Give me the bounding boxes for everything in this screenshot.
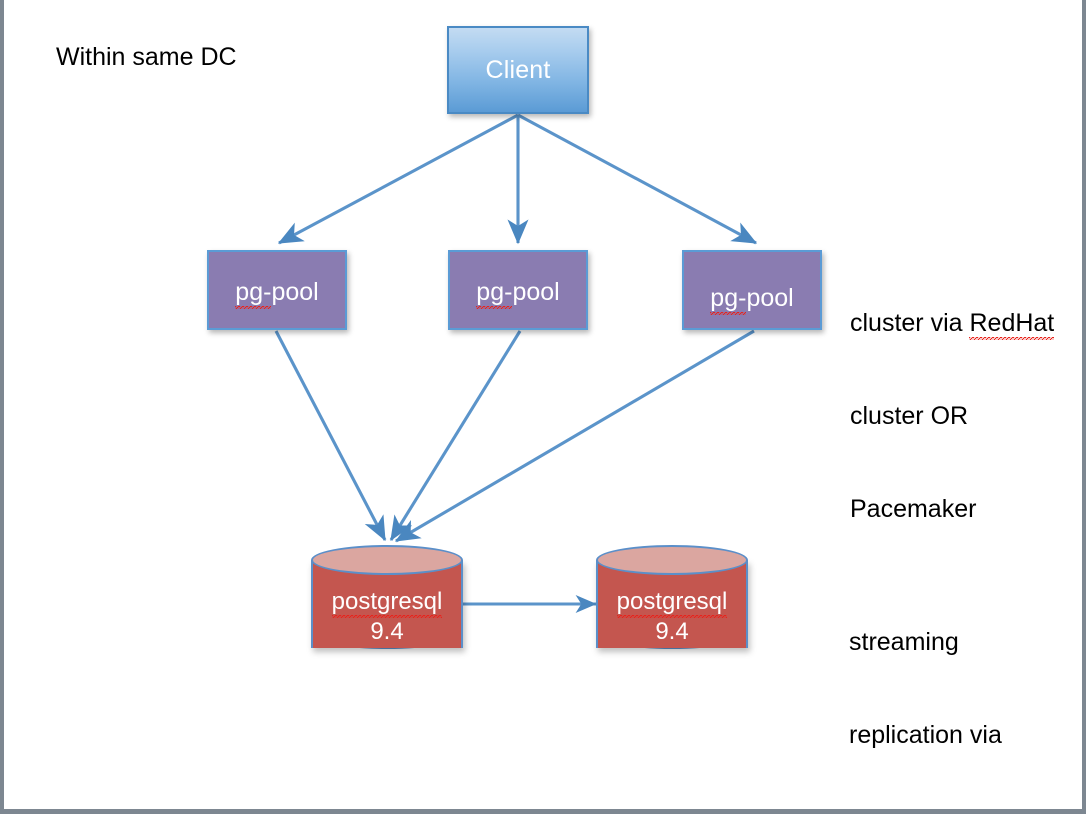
- node-pgpool-1-label: pg-pool: [209, 278, 345, 309]
- node-db-standby-label: postgresql 9.4: [596, 587, 748, 647]
- node-client[interactable]: Client: [447, 26, 589, 114]
- annotation-cluster: cluster via RedHat cluster OR Pacemaker: [850, 246, 1055, 587]
- node-pgpool-1[interactable]: pg-pool: [207, 250, 347, 330]
- annotation-cluster-line-1-prefix: cluster via: [850, 309, 970, 337]
- annotation-replication-line-1: streaming: [849, 628, 959, 656]
- edge-pgpool-3-to-db-primary: [394, 329, 755, 543]
- node-db-standby-version: 9.4: [655, 618, 689, 645]
- node-pgpool-2-label: pg-pool: [450, 278, 586, 309]
- spellcheck-underline: postgresql: [616, 588, 728, 618]
- db-standby-top: [596, 545, 748, 575]
- spellcheck-underline: pg-: [710, 284, 747, 315]
- annotation-cluster-line-2: cluster OR: [850, 402, 969, 430]
- spellcheck-underline: pg-: [235, 278, 272, 309]
- edge-client-to-pgpool-1: [277, 113, 519, 245]
- edge-pgpool-2-to-db-primary: [389, 330, 522, 542]
- node-db-primary[interactable]: postgresql 9.4: [311, 545, 463, 663]
- spellcheck-underline: pg-: [476, 278, 513, 309]
- edge-pgpool-1-to-db-primary: [274, 330, 387, 542]
- annotation-cluster-line-3: Pacemaker: [850, 495, 977, 523]
- annotation-replication: streaming replication via replication sl…: [849, 565, 1009, 809]
- annotation-replication-line-2: replication via: [849, 721, 1002, 749]
- node-pgpool-3[interactable]: pg-pool: [682, 250, 822, 330]
- spellcheck-underline: RedHat: [969, 309, 1055, 340]
- node-client-label: Client: [485, 55, 551, 84]
- db-primary-top: [311, 545, 463, 575]
- spellcheck-underline: postgresql: [331, 588, 443, 618]
- node-db-standby[interactable]: postgresql 9.4: [596, 545, 748, 663]
- node-pgpool-3-label: pg-pool: [684, 284, 820, 315]
- note-within-same-dc: Within same DC: [56, 43, 237, 71]
- node-db-primary-version: 9.4: [370, 618, 404, 645]
- annotation-cluster-line-1: cluster via RedHat: [850, 308, 1055, 340]
- node-db-primary-label: postgresql 9.4: [311, 587, 463, 647]
- node-pgpool-2[interactable]: pg-pool: [448, 250, 588, 330]
- edge-client-to-pgpool-3: [517, 113, 758, 245]
